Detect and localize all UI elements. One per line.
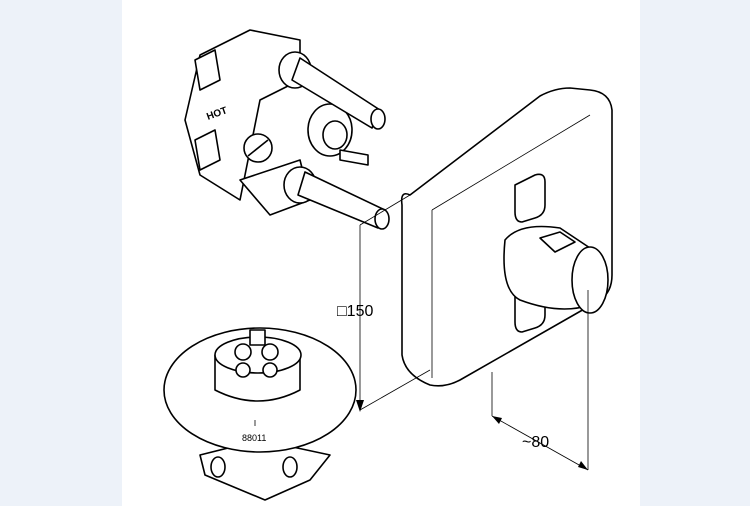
rough-in-set: 88011 <box>163 327 357 501</box>
dimension-depth: ~80 <box>522 434 549 451</box>
dimension-height: □150 <box>337 303 373 320</box>
part-number-label: 88011 <box>242 433 266 443</box>
trim-plate <box>400 87 613 387</box>
concealed-valve-body: HOT <box>184 29 390 230</box>
dimension-lines: □150 ~80 <box>337 194 589 471</box>
